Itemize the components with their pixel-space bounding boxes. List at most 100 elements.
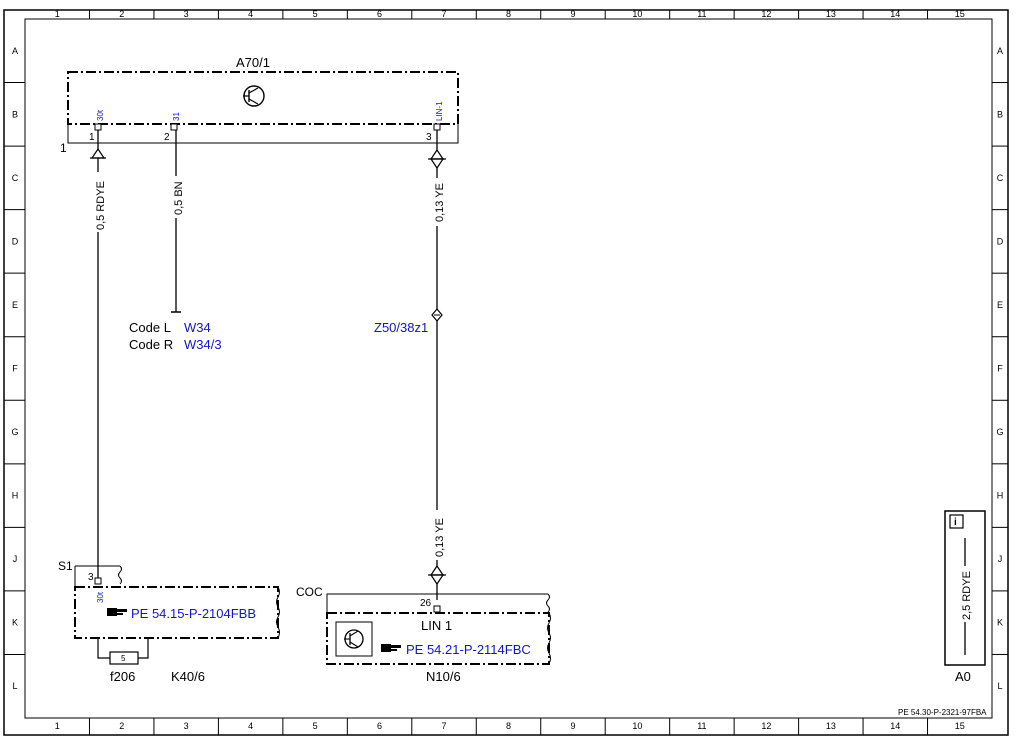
s1-break-icon bbox=[118, 565, 122, 585]
connector-arrow-up-icon bbox=[90, 147, 106, 159]
fuse-f206[interactable]: 5 bbox=[109, 651, 139, 665]
k40-label: K40/6 bbox=[171, 669, 205, 684]
wire-4-label-bg bbox=[431, 510, 443, 560]
wire-1-label-bg bbox=[92, 172, 104, 232]
k40-component-box[interactable] bbox=[74, 586, 279, 639]
a70-pin-2-number: 2 bbox=[164, 132, 170, 143]
a70-pin-1-name: 30t bbox=[96, 109, 105, 121]
n10-transistor-icon bbox=[335, 621, 373, 657]
column-marker-14: 14 bbox=[890, 9, 900, 19]
code-r-link[interactable]: W34/3 bbox=[184, 337, 222, 352]
pointing-hand-icon bbox=[381, 644, 401, 652]
a70-pin-1-number: 1 bbox=[89, 132, 95, 143]
n10-component-box[interactable] bbox=[326, 612, 550, 665]
row-marker-G: G bbox=[11, 427, 18, 437]
row-marker-H: H bbox=[12, 491, 19, 501]
connector-double-arrow-icon bbox=[428, 148, 446, 170]
column-marker-1: 1 bbox=[55, 721, 60, 731]
column-marker-13: 13 bbox=[826, 721, 836, 731]
column-marker-1: 1 bbox=[55, 9, 60, 19]
column-marker-15: 15 bbox=[955, 9, 965, 19]
coc-label: COC bbox=[296, 585, 323, 599]
info-glyph: i bbox=[954, 517, 957, 528]
column-marker-10: 10 bbox=[632, 721, 642, 731]
n10-housing-line bbox=[326, 593, 548, 613]
z50-connector-link[interactable]: Z50/38z1 bbox=[374, 320, 428, 335]
a70-pin-2-name: 31 bbox=[172, 112, 181, 121]
row-marker-A: A bbox=[997, 46, 1003, 56]
column-marker-5: 5 bbox=[313, 9, 318, 19]
row-marker-C: C bbox=[12, 173, 19, 183]
n10-pin-number: 26 bbox=[420, 598, 432, 609]
column-marker-4: 4 bbox=[248, 721, 253, 731]
wire-3-label: 0,13 YE bbox=[434, 183, 446, 222]
row-marker-E: E bbox=[12, 300, 18, 310]
row-marker-C: C bbox=[997, 173, 1004, 183]
code-l-label: Code L bbox=[129, 320, 171, 335]
column-marker-6: 6 bbox=[377, 721, 382, 731]
n10-break-icon bbox=[547, 612, 551, 665]
column-marker-6: 6 bbox=[377, 9, 382, 19]
row-marker-G: G bbox=[996, 427, 1003, 437]
n10-reference-link[interactable]: PE 54.21-P-2114FBC bbox=[406, 642, 531, 657]
row-marker-F: F bbox=[997, 364, 1003, 374]
a70-housing-line bbox=[67, 124, 459, 144]
a70-label: A70/1 bbox=[236, 55, 270, 70]
row-marker-J: J bbox=[998, 554, 1003, 564]
column-marker-9: 9 bbox=[570, 721, 575, 731]
a70-pin-3-name: LIN-1 bbox=[435, 101, 444, 121]
pointing-hand-icon bbox=[107, 608, 127, 616]
column-marker-8: 8 bbox=[506, 721, 511, 731]
row-marker-E: E bbox=[997, 300, 1003, 310]
column-marker-12: 12 bbox=[761, 9, 771, 19]
column-marker-13: 13 bbox=[826, 9, 836, 19]
row-marker-A: A bbox=[12, 46, 18, 56]
info-icon[interactable]: i bbox=[949, 514, 964, 529]
k40-reference-link[interactable]: PE 54.15-P-2104FBB bbox=[131, 606, 256, 621]
column-marker-2: 2 bbox=[119, 721, 124, 731]
row-marker-J: J bbox=[13, 554, 18, 564]
column-marker-10: 10 bbox=[632, 9, 642, 19]
column-marker-8: 8 bbox=[506, 9, 511, 19]
k40-pin-number: 3 bbox=[88, 572, 94, 583]
row-marker-L: L bbox=[12, 681, 17, 691]
legend-label-bg bbox=[959, 566, 971, 622]
row-marker-L: L bbox=[997, 681, 1002, 691]
fuse-label: f206 bbox=[110, 669, 135, 684]
a70-pin-1[interactable]: 1 30t bbox=[89, 109, 105, 143]
code-r-label: Code R bbox=[129, 337, 173, 352]
legend-title: A0 bbox=[955, 669, 971, 684]
column-marker-11: 11 bbox=[697, 9, 706, 19]
n10-pin[interactable] bbox=[433, 605, 441, 613]
wire-2[interactable] bbox=[171, 130, 181, 313]
wire-1-label: 0,5 RDYE bbox=[95, 181, 107, 230]
column-marker-7: 7 bbox=[442, 9, 447, 19]
column-marker-9: 9 bbox=[570, 9, 575, 19]
fuse-number: 5 bbox=[121, 654, 126, 663]
wire-2-label-bg bbox=[170, 176, 182, 218]
a70-ground-label: 1 bbox=[60, 141, 67, 155]
n10-lin-label: LIN 1 bbox=[421, 618, 452, 633]
a70-pin-2[interactable]: 2 31 bbox=[164, 112, 181, 143]
column-marker-3: 3 bbox=[184, 9, 189, 19]
row-marker-D: D bbox=[997, 236, 1004, 246]
column-marker-11: 11 bbox=[697, 721, 706, 731]
s1-label: S1 bbox=[58, 559, 73, 573]
row-marker-F: F bbox=[12, 364, 18, 374]
row-marker-B: B bbox=[12, 109, 18, 119]
k40-pin[interactable] bbox=[94, 577, 102, 585]
connector-double-arrow-lower-icon bbox=[428, 564, 446, 586]
a70-component-box[interactable] bbox=[67, 71, 459, 125]
a70-pin-3[interactable]: 3 LIN-1 bbox=[426, 101, 444, 143]
row-marker-B: B bbox=[997, 109, 1003, 119]
wire-3-label-bg bbox=[431, 178, 443, 226]
n10-label: N10/6 bbox=[426, 669, 461, 684]
code-l-link[interactable]: W34 bbox=[184, 320, 211, 335]
transistor-icon bbox=[243, 85, 265, 107]
column-marker-4: 4 bbox=[248, 9, 253, 19]
outer-frame bbox=[3, 9, 1009, 736]
